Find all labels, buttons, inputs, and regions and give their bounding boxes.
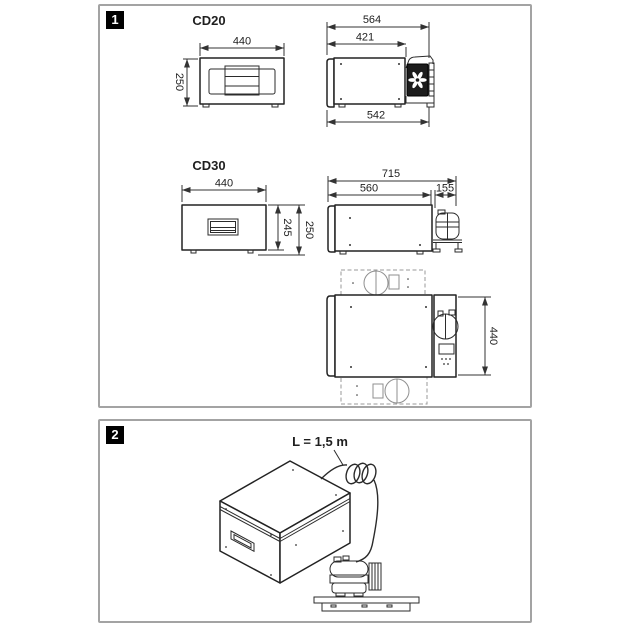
cd20-front-view xyxy=(199,57,285,108)
cd30-front-handle xyxy=(207,218,239,236)
cd20-side-foot xyxy=(338,103,346,108)
figure-number-badge-1: 1 xyxy=(106,11,124,29)
cd20-front-body xyxy=(199,57,285,105)
dim-label-cd30-front-width: 440 xyxy=(215,178,233,190)
cd20-title: CD20 xyxy=(192,13,225,28)
dim-cd20-side-top: 421 xyxy=(327,32,407,57)
connection-cable xyxy=(320,462,379,563)
cd20-side-body xyxy=(333,57,406,105)
remote-compressor-unit xyxy=(313,555,420,612)
dim-label-cd20-side-top: 421 xyxy=(356,32,374,44)
installation-drawing-svg: L = 1,5 m xyxy=(219,434,420,612)
cd20-side-foot xyxy=(394,103,402,108)
dim-label-cd30-top-width: 440 xyxy=(487,327,499,345)
dim-label-cd20-side-bottom: 542 xyxy=(367,110,385,122)
dimension-drawing-svg: CD20 CD30 440 250 xyxy=(173,13,499,405)
cd30-top-body xyxy=(334,294,433,378)
cd20-side-front-lip xyxy=(326,58,335,108)
dim-cd30-front-heights: 245 250 xyxy=(258,204,315,256)
cd30-side-foot xyxy=(339,250,347,255)
figure-panel-2: 2 L = 1,5 m xyxy=(98,419,532,623)
cd30-side-view xyxy=(327,204,463,255)
mounting-plate-base xyxy=(321,602,411,612)
compressor-dome xyxy=(329,560,369,578)
figure-panel-1: 1 CD20 CD30 440 xyxy=(98,4,532,408)
label-leader-line xyxy=(333,449,344,466)
cd30-side-body xyxy=(334,204,433,252)
cd20-front-foot xyxy=(202,103,210,108)
fan-blades-icon xyxy=(408,71,427,89)
dim-cd20-front-width: 440 xyxy=(199,36,285,56)
dim-label-cd30-side-body: 560 xyxy=(360,183,378,195)
cd20-side-view xyxy=(326,55,435,108)
box-drawer-handle xyxy=(230,530,255,553)
compressor-fins xyxy=(368,562,382,591)
dim-label-cd20-front-width: 440 xyxy=(233,36,251,48)
cd20-front-foot xyxy=(271,103,279,108)
mounting-plate xyxy=(313,596,420,604)
compressor-alt-position-bottom xyxy=(340,376,428,405)
dim-cd30-side-body-and-unit: 560 155 xyxy=(328,183,456,208)
dim-cd20-front-height: 250 xyxy=(173,58,198,107)
dim-cd30-front-width: 440 xyxy=(181,178,267,202)
dim-label-cd30-front-height-outer: 250 xyxy=(303,221,315,239)
cd30-side-front-lip xyxy=(327,205,336,253)
cd20-front-recess xyxy=(208,68,276,95)
cd30-top-compressor xyxy=(432,309,459,365)
dim-label-cd20-front-height: 250 xyxy=(173,73,185,91)
cooler-box-isometric xyxy=(219,460,351,584)
cd30-front-foot xyxy=(190,249,197,254)
cable-length-label: L = 1,5 m xyxy=(292,434,348,449)
cd30-side-foot xyxy=(416,250,424,255)
cd30-front-view xyxy=(181,204,267,254)
dim-cd20-side-bottom: 542 xyxy=(326,107,430,127)
box-right-face xyxy=(279,492,351,584)
cd30-title: CD30 xyxy=(192,158,225,173)
compressor-alt-position-top xyxy=(340,269,426,297)
cd20-condenser-fan-unit xyxy=(405,55,435,108)
cd30-top-front-lip xyxy=(326,295,336,377)
dim-label-cd30-side-total: 715 xyxy=(382,168,400,180)
dim-label-cd30-side-unit: 155 xyxy=(436,183,454,195)
cd30-top-view xyxy=(326,269,459,405)
cd20-front-handle xyxy=(224,65,260,96)
dim-cd30-top-width: 440 xyxy=(458,296,499,376)
dim-cd20-side-total: 564 xyxy=(326,14,430,58)
dim-label-cd30-front-height-inner: 245 xyxy=(281,218,293,236)
figure-number-badge-2: 2 xyxy=(106,426,124,444)
cd30-front-foot xyxy=(247,249,254,254)
cd30-side-compressor xyxy=(432,209,463,253)
dim-label-cd20-side-total: 564 xyxy=(363,14,381,26)
